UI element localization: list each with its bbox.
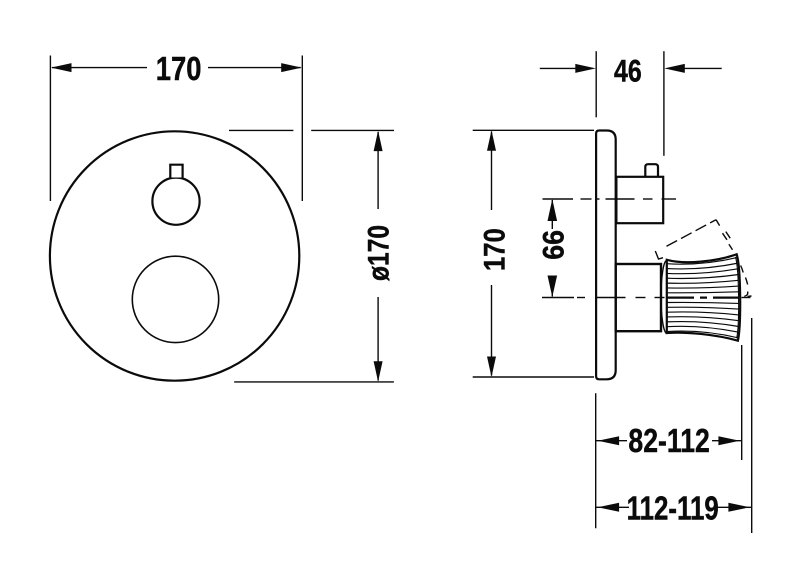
- svg-text:ø170: ø170: [361, 225, 395, 281]
- svg-text:170: 170: [478, 228, 511, 271]
- svg-text:112-119: 112-119: [627, 491, 719, 528]
- svg-text:66: 66: [537, 230, 571, 260]
- svg-text:46: 46: [614, 54, 642, 90]
- svg-text:170: 170: [156, 52, 202, 88]
- svg-text:82-112: 82-112: [628, 423, 709, 459]
